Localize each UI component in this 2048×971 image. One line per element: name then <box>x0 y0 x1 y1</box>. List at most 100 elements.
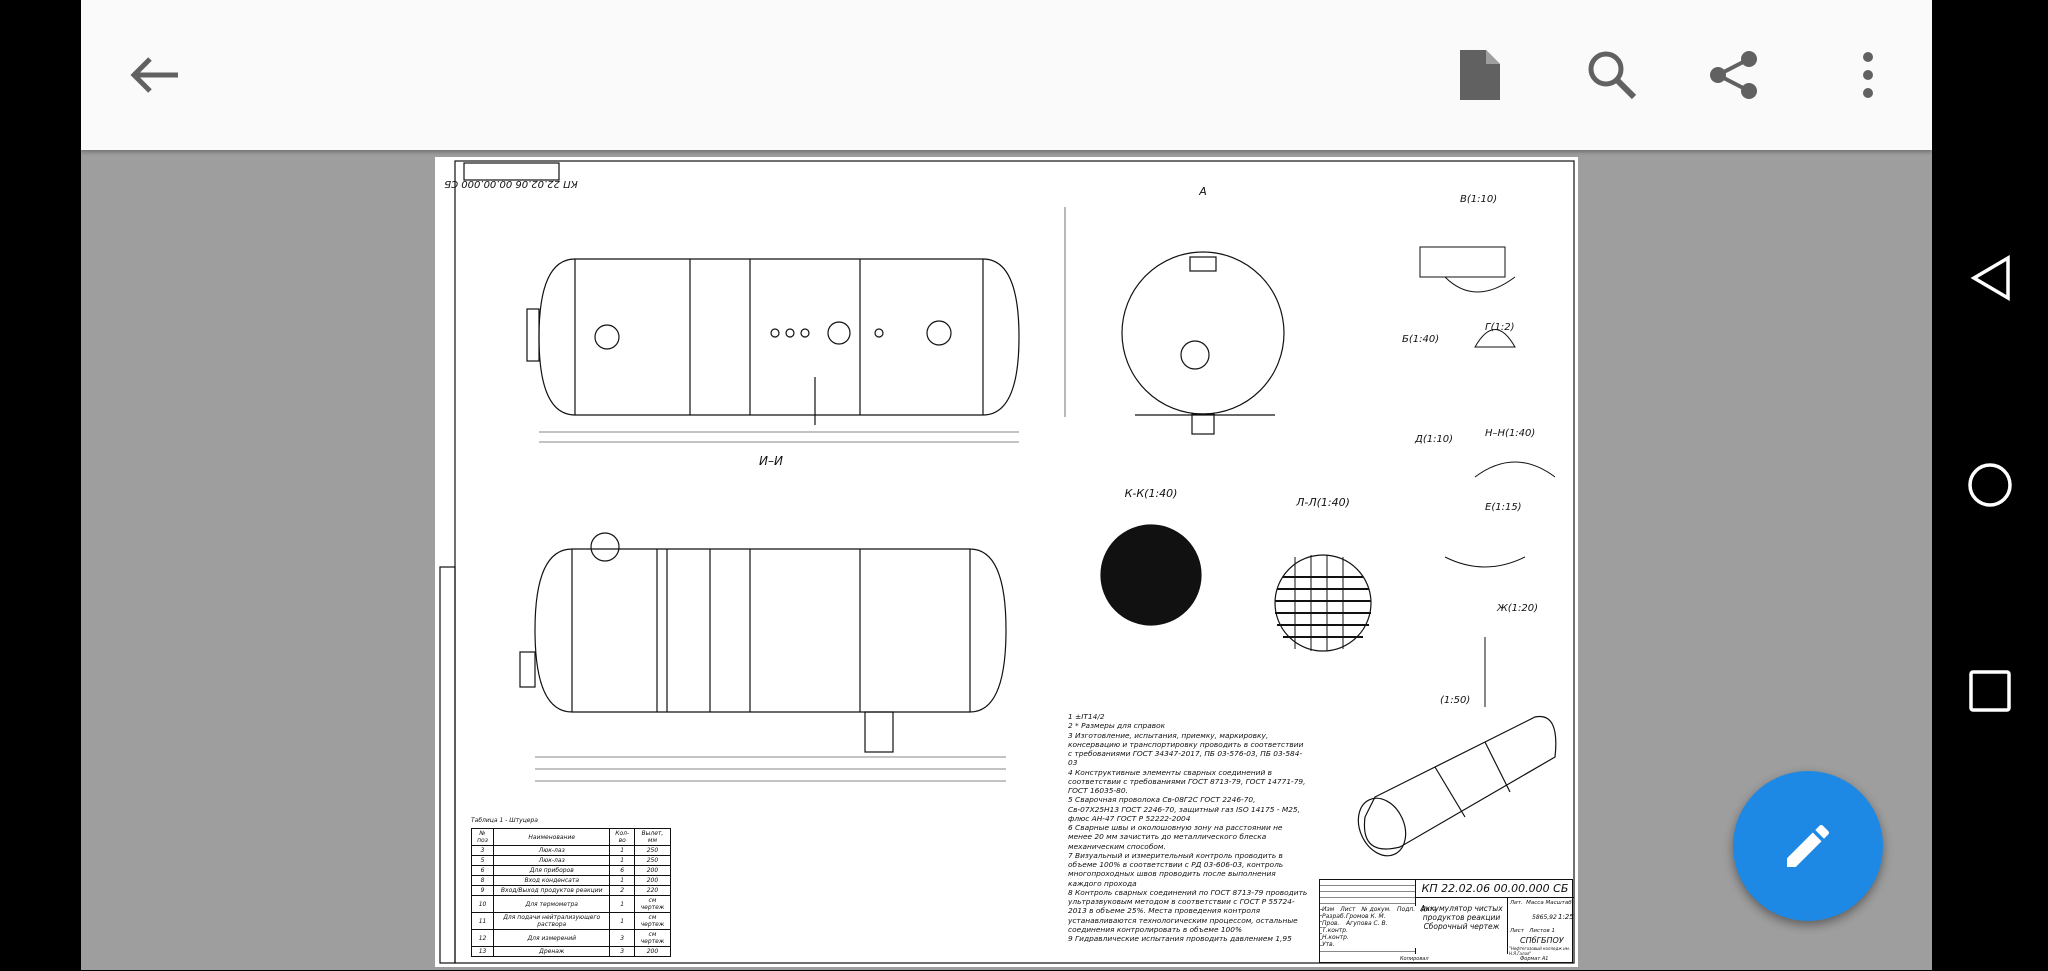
table-cell: Для очистки <box>493 956 611 957</box>
nav-home-button[interactable] <box>1962 457 2018 513</box>
role-label: Утв. <box>1322 941 1335 948</box>
table-cell: 10 <box>471 895 495 913</box>
table-cell: Для приборов <box>493 865 611 876</box>
search-button[interactable] <box>1582 45 1642 105</box>
table-cell: Для измерений <box>493 929 611 947</box>
format-label: Формат А1 <box>1520 956 1549 962</box>
top-stamp: КП 22.02.06 00.00.000 СБ <box>444 162 578 189</box>
nav-back-button[interactable] <box>1962 250 2018 306</box>
table-cell: Для термометра <box>493 895 611 913</box>
drawing-name-line: продуктов реакции <box>1422 913 1501 922</box>
view-label-a: А <box>1198 185 1207 198</box>
table-row: 14Для очистки2200 <box>471 956 672 957</box>
table-cell: 1 <box>609 895 635 913</box>
triangle-back-icon <box>1970 254 2010 302</box>
section-kk-drawing <box>1100 524 1202 626</box>
note-item: 8 Контроль сварных соединений по ГОСТ 87… <box>1068 887 1308 934</box>
table-cell: 1 <box>609 855 635 866</box>
role-label: Пров. <box>1322 920 1340 927</box>
table-cell: Наименование <box>493 828 611 846</box>
table-cell: 13 <box>471 946 495 957</box>
table-cell: 5 <box>471 855 495 866</box>
document-info-button[interactable] <box>1450 45 1510 105</box>
share-button[interactable] <box>1704 45 1764 105</box>
table-cell: 11 <box>471 912 495 930</box>
circle-home-icon <box>1968 463 2012 507</box>
table-cell: Для подачи нейтрализующего раствора <box>493 912 611 930</box>
sheets-label: Листов 1 <box>1529 928 1555 934</box>
section-label-ii: И–И <box>759 454 783 468</box>
view-label-zh: Ж(1:20) <box>1496 603 1538 614</box>
organization: СПбГБПОУ <box>1520 936 1564 945</box>
pencil-icon <box>1787 824 1829 867</box>
view-label-kk: К-К(1:40) <box>1125 487 1178 500</box>
organization-full: "Нефтегазовый колледж им. Н.Я.Галая" <box>1509 946 1570 956</box>
app-bar <box>81 0 1932 150</box>
back-button[interactable] <box>124 45 184 105</box>
vessel-section-view <box>519 532 1007 782</box>
table-cell: 250 <box>633 845 672 856</box>
table-cell: см чертеж <box>633 912 672 930</box>
scale-value: 1:25 <box>1558 913 1574 921</box>
copied-label: Копировал <box>1400 956 1429 962</box>
table-cell: 200 <box>633 946 672 957</box>
edit-fab[interactable] <box>1733 771 1883 921</box>
isometric-view <box>1357 715 1557 857</box>
vessel-front-view <box>526 258 1020 443</box>
table-cell: Вход конденсата <box>493 875 611 886</box>
title-column: Изм <box>1322 906 1335 913</box>
detail-labels: В(1:10) Б(1:40) Г(1:2) Д(1:10) Н–Н(1:40)… <box>1402 194 1538 706</box>
drawing-name-line: Аккумулятор чистых <box>1420 904 1503 913</box>
table-cell: 3 <box>609 946 635 957</box>
more-options-button[interactable] <box>1838 45 1898 105</box>
table-cell: 200 <box>633 865 672 876</box>
share-icon <box>1710 51 1757 99</box>
view-label-b: Б(1:40) <box>1402 334 1439 345</box>
note-item: 3 Изготовление, испытания, приемку, марк… <box>1068 730 1304 768</box>
table-cell: 1 <box>609 875 635 886</box>
table-cell: см чертеж <box>633 929 672 947</box>
table-cell: Вылет, мм <box>633 828 672 846</box>
table-cell: 1 <box>609 912 635 930</box>
note-item: 1 ±IT14/2 <box>1068 712 1105 721</box>
view-label-nn: Н–Н(1:40) <box>1485 428 1535 439</box>
section-ll-drawing <box>1274 554 1372 652</box>
note-item: 6 Сварные швы и околошовную зону на расс… <box>1068 823 1283 851</box>
more-vert-icon <box>1863 52 1873 98</box>
note-item: 7 Визуальный и измерительный контроль пр… <box>1068 850 1284 888</box>
table-cell: Люк-лаз <box>493 845 611 856</box>
drawing-name-line: Сборочный чертеж <box>1423 922 1500 931</box>
system-nav-bar <box>1932 0 2048 970</box>
table-cell: Вход/Выход продуктов реакции <box>493 885 611 896</box>
table-cell: 1 <box>609 845 635 856</box>
title-column: Дата <box>1421 906 1437 913</box>
mass-value: 5865,92 <box>1532 914 1557 921</box>
table-cell: см чертеж <box>633 895 672 913</box>
table-cell: Люк-лаз <box>493 855 611 866</box>
role-label: Н.контр. <box>1322 934 1349 941</box>
role-label: Т.контр. <box>1322 927 1349 934</box>
lit-label: Лит. <box>1510 900 1523 906</box>
note-item: 4 Конструктивные элементы сварных соедин… <box>1068 767 1306 796</box>
table-cell: 220 <box>633 885 672 896</box>
table-cell: 2 <box>609 885 635 896</box>
title-column: Лист <box>1340 906 1356 913</box>
title-column: № докум. <box>1361 906 1392 913</box>
table-cell: 200 <box>633 875 672 886</box>
nav-recents-button[interactable] <box>1962 663 2018 719</box>
role-label: Разраб. <box>1322 913 1346 920</box>
table-cell: Кол-во <box>609 828 635 846</box>
side-stamp <box>439 566 456 964</box>
